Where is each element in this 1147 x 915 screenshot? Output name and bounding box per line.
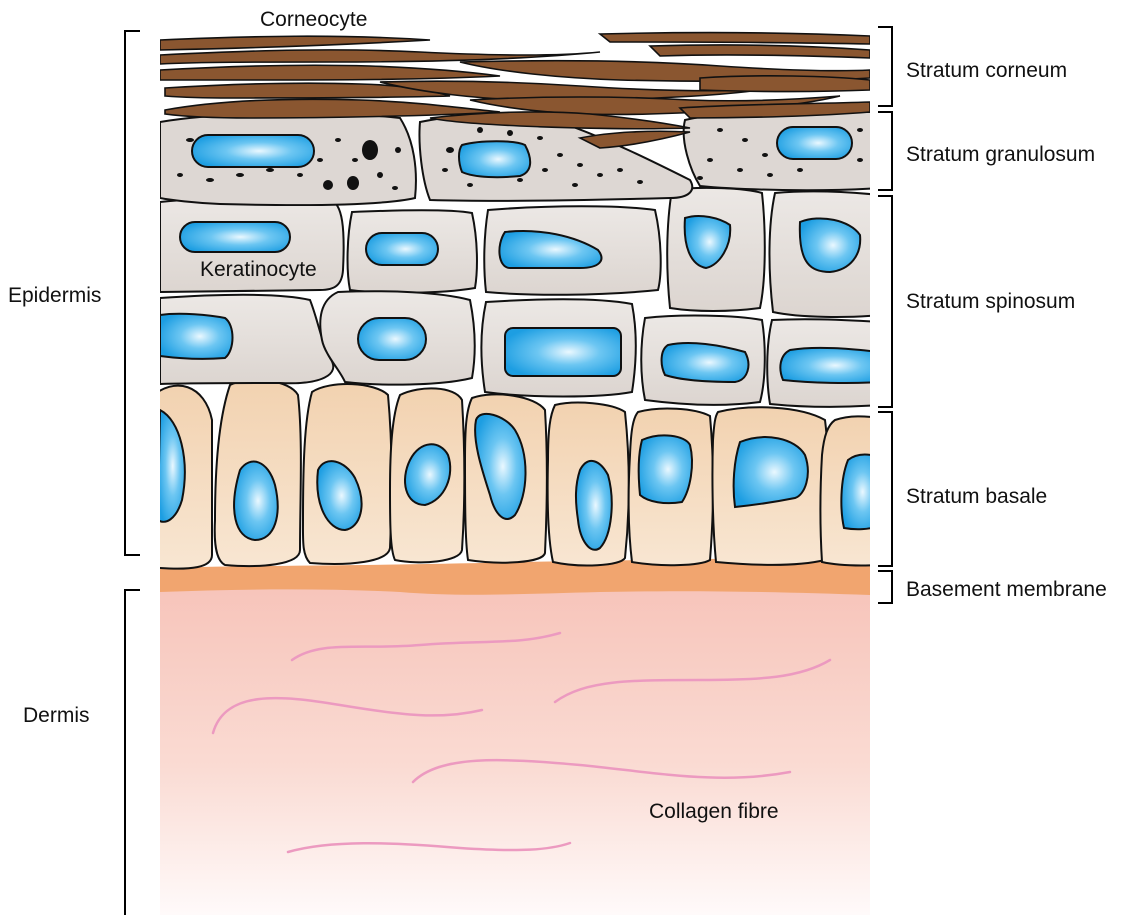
nucleus <box>192 135 314 167</box>
corneocyte <box>160 36 430 50</box>
corneocyte <box>700 76 870 92</box>
keratinocyte-label: Keratinocyte <box>200 258 317 281</box>
nucleus <box>366 233 438 265</box>
nucleus <box>505 328 621 376</box>
corneocyte-label: Corneocyte <box>260 8 367 31</box>
nucleus <box>662 343 749 382</box>
dermis-bracket <box>125 590 140 915</box>
nucleus <box>234 462 278 540</box>
stratum-corneum-bracket <box>878 27 892 106</box>
stratum-granulosum-label: Stratum granulosum <box>906 143 1095 166</box>
basement-membrane-bracket <box>878 571 892 603</box>
nucleus <box>841 455 880 530</box>
nucleus <box>780 348 880 383</box>
nucleus <box>777 127 852 159</box>
nucleus <box>639 435 692 503</box>
nucleus <box>800 218 860 272</box>
corneocyte <box>580 131 690 148</box>
stratum-spinosum-bracket <box>878 196 892 407</box>
stratum-granulosum-bracket <box>878 112 892 190</box>
nucleus <box>576 461 612 550</box>
corneocyte <box>600 33 870 44</box>
nucleus <box>358 318 426 360</box>
dermis-label: Dermis <box>23 704 90 727</box>
stratum-basale-bracket <box>878 412 892 566</box>
collagen-fibre-label: Collagen fibre <box>649 800 779 823</box>
stratum-corneum-label: Stratum corneum <box>906 59 1067 82</box>
epidermis-label: Epidermis <box>8 284 101 307</box>
nucleus <box>180 222 290 252</box>
corneocyte <box>160 65 500 80</box>
dermis-region <box>160 585 870 915</box>
epidermis-bracket <box>125 31 140 555</box>
stratum-spinosum-label: Stratum spinosum <box>906 290 1075 313</box>
stratum-basale-label: Stratum basale <box>906 485 1047 508</box>
nucleus <box>459 141 530 177</box>
corneocyte <box>650 45 870 58</box>
nucleus <box>734 437 808 507</box>
nucleus <box>160 314 233 359</box>
basement-membrane-label: Basement membrane <box>906 578 1107 601</box>
